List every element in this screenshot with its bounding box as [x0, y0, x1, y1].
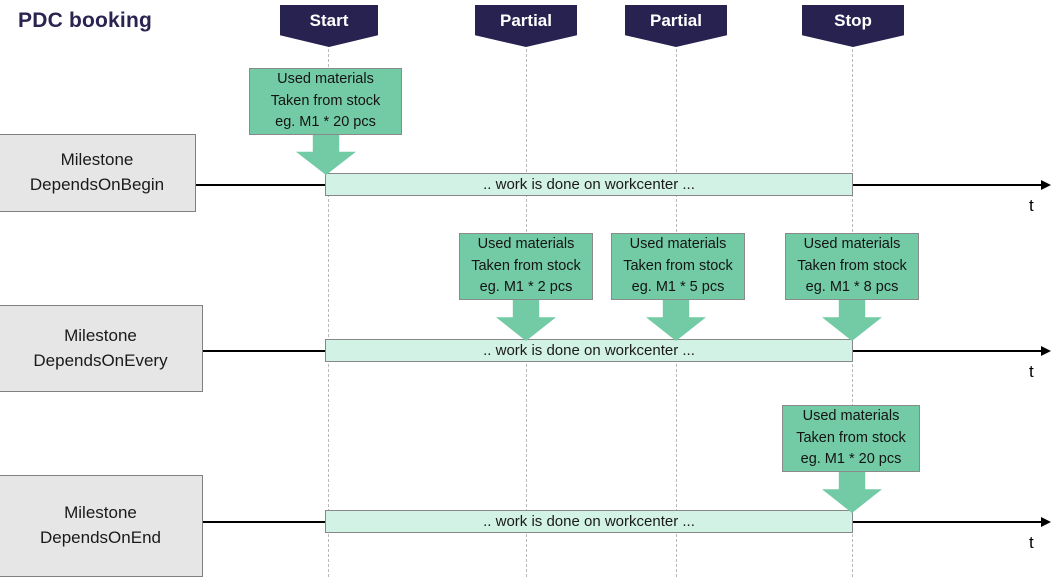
material-callout-line-1: Taken from stock [796, 429, 906, 446]
event-banner-partial-2[interactable]: Partial [625, 5, 727, 47]
material-callout-arrow-icon [822, 300, 882, 341]
material-callout-arrow-icon [296, 135, 356, 175]
material-callout-line-0: Used materials [477, 235, 575, 252]
time-axis-label-1: t [1029, 362, 1034, 381]
material-callout-line-0: Used materials [802, 407, 900, 424]
material-callout-line-2: eg. M1 * 20 pcs [275, 114, 376, 131]
material-callout-line-1: Taken from stock [623, 257, 733, 274]
material-callout-line-1: Taken from stock [471, 257, 581, 274]
material-callout-line-0: Used materials [629, 235, 727, 252]
workcenter-bar-0[interactable]: .. work is done on workcenter ... [325, 173, 853, 196]
time-axis-label-2: t [1029, 533, 1034, 552]
time-axis-arrowhead-1 [1041, 346, 1051, 356]
material-callout-arrow-icon [646, 300, 706, 341]
time-axis-arrowhead-0 [1041, 180, 1051, 190]
event-banner-partial-1[interactable]: Partial [475, 5, 577, 47]
material-callout-arrow-icon [822, 472, 882, 513]
material-callout-line-1: Taken from stock [270, 92, 381, 109]
guide-line-0 [328, 44, 329, 577]
event-banner-stop-3[interactable]: Stop [802, 5, 904, 47]
material-callout-line-2: eg. M1 * 8 pcs [805, 279, 899, 296]
event-banner-start-0[interactable]: Start [280, 5, 378, 47]
workcenter-bar-2[interactable]: .. work is done on workcenter ... [325, 510, 853, 533]
page-title: PDC booking [18, 9, 153, 32]
material-callout-line-1: Taken from stock [797, 257, 907, 274]
workcenter-bar-1[interactable]: .. work is done on workcenter ... [325, 339, 853, 362]
time-axis-label-0: t [1029, 196, 1034, 215]
time-axis-arrowhead-2 [1041, 517, 1051, 527]
material-callout-line-0: Used materials [277, 70, 374, 87]
material-callout-line-0: Used materials [803, 235, 901, 252]
material-callout-line-2: eg. M1 * 20 pcs [800, 451, 902, 468]
material-callout-arrow-icon [496, 300, 556, 341]
material-callout-line-2: eg. M1 * 5 pcs [631, 279, 725, 296]
material-callout-line-2: eg. M1 * 2 pcs [479, 279, 573, 296]
